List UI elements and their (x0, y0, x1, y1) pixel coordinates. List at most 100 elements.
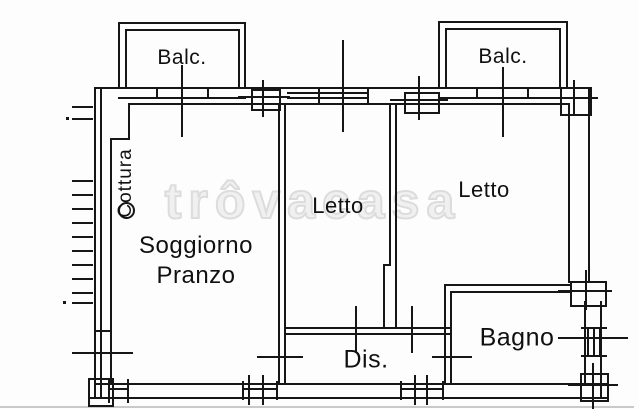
wall-line (527, 87, 529, 99)
wall-line (584, 301, 586, 385)
wall-line (181, 65, 183, 137)
watermark: trôvacasa (164, 172, 462, 230)
wall-line (262, 80, 264, 117)
wall-line (390, 99, 448, 101)
wall-line (125, 29, 240, 31)
wall-line (63, 301, 66, 304)
window-box (404, 92, 440, 114)
wall-line (599, 327, 601, 357)
room-label-soggiorno-line2: Pranzo (156, 262, 236, 289)
wall-line (445, 28, 561, 30)
wall-line (400, 388, 444, 390)
wall-line (559, 28, 561, 87)
wall-line (383, 264, 385, 329)
wall-line (276, 381, 278, 400)
wall-line (426, 375, 428, 405)
wall-line (128, 103, 568, 105)
wall-line (248, 375, 250, 405)
wall-line (444, 284, 446, 385)
wall-line (66, 117, 69, 120)
wall-line (100, 87, 102, 398)
window-box (251, 89, 281, 111)
wall-line (118, 22, 246, 24)
wall-line (287, 97, 369, 99)
hatch-dash (72, 292, 93, 294)
wall-line (400, 381, 402, 400)
wall-line (94, 330, 112, 332)
wall-line (445, 28, 447, 87)
room-label-bagno: Bagno (479, 323, 555, 352)
hatch-dash (72, 250, 93, 252)
room-label-cottura: Cottura (115, 148, 136, 218)
wall-line (355, 306, 357, 353)
window-box (570, 281, 607, 307)
wall-line (284, 327, 450, 329)
hatch-dash (72, 208, 93, 210)
balcony-1-label: Balc. (157, 46, 207, 69)
wall-line (88, 397, 608, 399)
window-box (560, 87, 592, 116)
wall-line (238, 96, 290, 98)
wall-line (284, 103, 286, 384)
hatch-dash (72, 236, 93, 238)
hatch-dash (72, 106, 93, 108)
room-label-dis: Dis. (343, 345, 389, 374)
wall-line (502, 67, 504, 137)
wall-line (108, 379, 110, 403)
wall-line (593, 327, 595, 357)
wall-line (581, 327, 607, 329)
room-label-soggiorno-line1: Soggiorno (139, 232, 253, 259)
kitchen-symbol-circle (118, 202, 135, 219)
wall-line (566, 21, 568, 87)
wall-line (588, 87, 590, 283)
wall-line (432, 356, 472, 358)
room-label-letto-1: Letto (312, 193, 364, 218)
wall-line (244, 22, 246, 87)
wall-line (318, 88, 320, 105)
wall-line (383, 264, 391, 266)
hatch-dash (72, 194, 93, 196)
wall-line (242, 388, 278, 390)
hatch-dash (72, 264, 93, 266)
wall-line (442, 381, 444, 400)
wall-line (127, 379, 129, 403)
wall-line (125, 29, 127, 87)
wall-line (418, 76, 420, 120)
wall-line (438, 21, 568, 23)
wall-line (581, 355, 607, 357)
wall-line (476, 87, 478, 99)
hatch-dash (72, 278, 93, 280)
wall-line (257, 356, 303, 358)
wall-line (262, 375, 264, 405)
wall-line (94, 383, 608, 385)
hatch-dash (72, 118, 93, 120)
wall-line (450, 291, 452, 385)
wall-line (450, 291, 570, 293)
wall-line (287, 92, 369, 94)
wall-line (548, 97, 598, 99)
wall-line (238, 29, 240, 87)
wall-line (110, 138, 112, 385)
wall-line (94, 87, 96, 398)
wall-line (389, 103, 391, 266)
wall-line (110, 138, 130, 140)
wall-line (568, 103, 570, 283)
wall-line (342, 40, 344, 132)
wall-line (128, 103, 130, 140)
wall-line (414, 375, 416, 405)
wall-line (118, 22, 120, 87)
wall-line (284, 333, 450, 335)
wall-line (395, 103, 397, 329)
image-footer-line (0, 406, 634, 408)
wall-line (587, 327, 589, 357)
wall-line (438, 21, 440, 87)
wall-line (207, 87, 209, 99)
wall-line (278, 103, 280, 384)
hatch-dash (72, 222, 93, 224)
wall-line (568, 384, 618, 386)
wall-line (242, 381, 244, 400)
wall-line (367, 88, 369, 105)
hatch-dash (72, 180, 93, 182)
wall-line (72, 352, 133, 354)
